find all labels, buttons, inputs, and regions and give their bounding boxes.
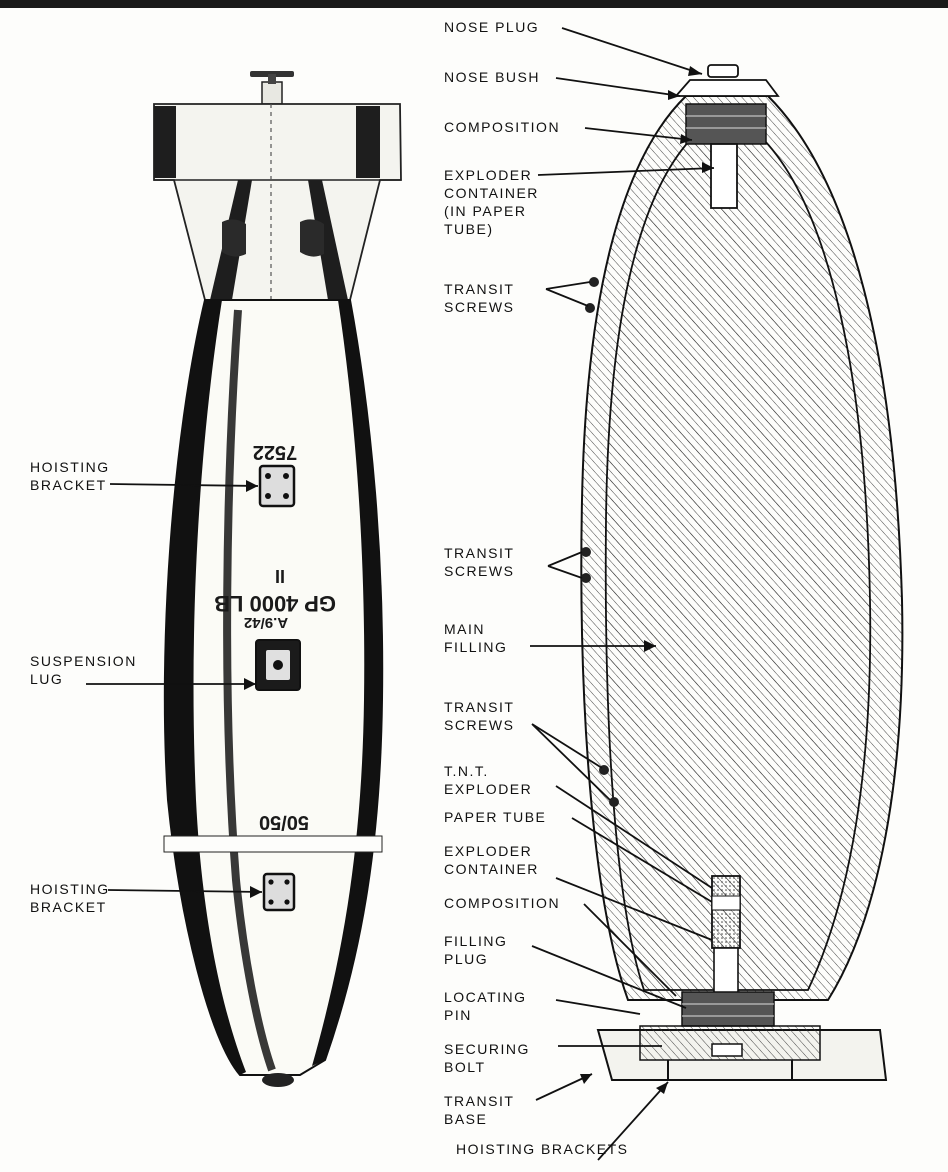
external-view: 7522 II GP 4000 LB A.9/42 50/50: [153, 71, 402, 1087]
label-nose-plug: NOSE PLUG: [444, 19, 540, 35]
label-suspension-lug: SUSPENSION LUG: [30, 653, 137, 687]
label-transit-base: TRANSIT BASE: [444, 1093, 515, 1127]
date-marking: A.9/42: [244, 614, 288, 631]
label-locating-pin: LOCATING PIN: [444, 989, 527, 1023]
sectional-view: [580, 64, 904, 1081]
arrow-heads: [244, 66, 714, 1094]
label-transit-screws-1: TRANSIT SCREWS: [444, 281, 515, 315]
label-tnt-exploder: T.N.T. EXPLODER: [444, 763, 533, 797]
label-paper-tube: PAPER TUBE: [444, 809, 547, 825]
label-main-filling: MAIN FILLING: [444, 621, 508, 655]
label-hoisting-bracket-upper: HOISTING BRACKET: [30, 459, 110, 493]
label-composition-top: COMPOSITION: [444, 119, 561, 135]
leader-lines: [86, 27, 715, 1161]
label-hoisting-brackets: HOISTING BRACKETS: [456, 1141, 629, 1157]
type-marking: GP 4000 LB: [214, 591, 336, 616]
label-exploder-container-top: EXPLODER CONTAINER (IN PAPER TUBE): [444, 167, 539, 237]
label-nose-bush: NOSE BUSH: [444, 69, 540, 85]
label-securing-bolt: SECURING BOLT: [444, 1041, 530, 1075]
label-composition-bottom: COMPOSITION: [444, 895, 561, 911]
label-exploder-container-bottom: EXPLODER CONTAINER: [444, 843, 539, 877]
filling-ratio-marking: 50/50: [259, 811, 309, 833]
label-filling-plug: FILLING PLUG: [444, 933, 508, 967]
top-border: [0, 0, 948, 8]
label-transit-screws-3: TRANSIT SCREWS: [444, 699, 515, 733]
serial-marking: 7522: [253, 441, 298, 463]
label-hoisting-bracket-lower: HOISTING BRACKET: [30, 881, 110, 915]
mark-symbol: II: [275, 566, 285, 586]
label-transit-screws-2: TRANSIT SCREWS: [444, 545, 515, 579]
